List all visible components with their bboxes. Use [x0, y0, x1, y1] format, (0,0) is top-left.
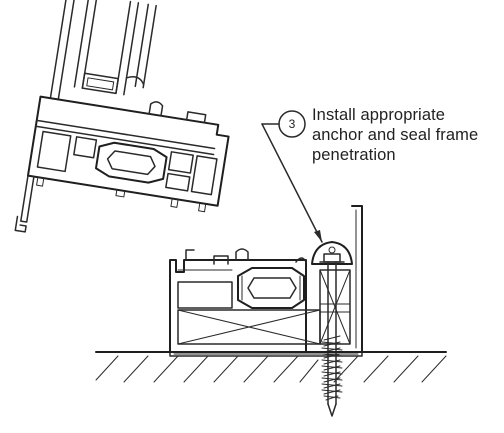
callout-line-1: Install appropriate [312, 106, 446, 124]
callout-instruction: Install appropriate anchor and seal fram… [312, 105, 502, 165]
frame-profile-body [26, 95, 230, 213]
installed-frame [169, 205, 363, 357]
substrate-hatch [95, 351, 447, 383]
callout-line-2: anchor and seal frame [312, 126, 479, 144]
callout-number: 3 [288, 117, 296, 131]
callout-marker [261, 110, 323, 243]
left-nailing-fin [14, 174, 35, 233]
leader-arrowhead [314, 230, 322, 242]
jamb-uprights [49, 0, 157, 101]
tilted-window-frame [14, 0, 230, 233]
shim-block [177, 309, 321, 345]
callout-line-3: penetration [312, 146, 396, 164]
anchor-screw-icon [321, 261, 343, 417]
sealant-bead [311, 241, 353, 265]
receptor-block [319, 269, 351, 345]
